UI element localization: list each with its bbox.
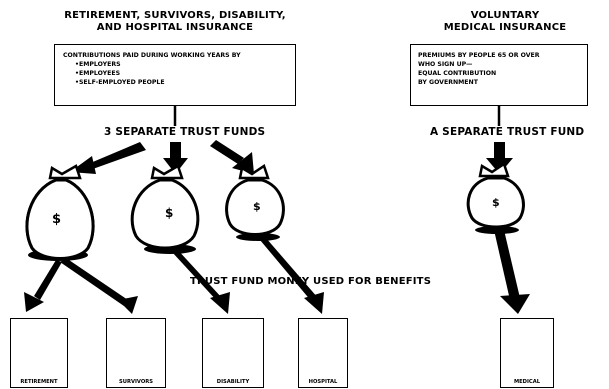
contributor-employees: EMPLOYEES	[75, 69, 287, 78]
money-bag-2	[130, 164, 200, 254]
medical-label: MEDICAL	[513, 379, 541, 385]
contributors-list: EMPLOYERS EMPLOYEES SELF-EMPLOYED PEOPLE	[63, 60, 287, 87]
arrow-to-retirement-panel	[24, 260, 62, 312]
money-bag-4	[466, 162, 525, 234]
arrow-to-hospital-bag	[210, 140, 254, 174]
right-title-line1: VOLUNTARY	[470, 10, 540, 21]
survivors-panel: SURVIVORS	[106, 318, 166, 388]
separate-trust-fund-label: A SEPARATE TRUST FUND	[430, 126, 585, 138]
money-bag-3	[225, 164, 285, 241]
survivors-label: SURVIVORS	[119, 379, 153, 385]
contributions-box: CONTRIBUTIONS PAID DURING WORKING YEARS …	[54, 44, 296, 106]
right-title: VOLUNTARY MEDICAL INSURANCE	[420, 10, 590, 34]
hospital-label: HOSPITAL	[308, 379, 338, 385]
arrow-to-disability-panel	[172, 248, 230, 314]
retirement-label: RETIREMENT	[20, 379, 58, 385]
disability-label: DISABILITY	[216, 379, 250, 385]
disability-panel: DISABILITY	[202, 318, 264, 388]
dollar-sign-2: $	[165, 206, 174, 220]
left-title: RETIREMENT, SURVIVORS, DISABILITY, AND H…	[40, 10, 310, 34]
premiums-line1: PREMIUMS BY PEOPLE 65 OR OVER	[418, 52, 540, 59]
left-title-line2: AND HOSPITAL INSURANCE	[96, 22, 254, 33]
retirement-panel: RETIREMENT	[10, 318, 68, 388]
arrow-to-hospital-panel	[260, 238, 324, 314]
right-title-line2: MEDICAL INSURANCE	[443, 22, 567, 33]
three-trust-funds-label: 3 SEPARATE TRUST FUNDS	[104, 126, 266, 138]
medical-panel: MEDICAL	[500, 318, 554, 388]
premiums-box: PREMIUMS BY PEOPLE 65 OR OVER WHO SIGN U…	[410, 44, 588, 106]
contributor-employers: EMPLOYERS	[75, 60, 287, 69]
contributor-self-employed: SELF-EMPLOYED PEOPLE	[75, 78, 287, 87]
hospital-panel: HOSPITAL	[298, 318, 348, 388]
benefits-label: TRUST FUND MONEY USED FOR BENEFITS	[190, 276, 432, 287]
arrow-to-retirement-bag	[70, 142, 146, 174]
dollar-sign-1: $	[52, 212, 62, 227]
dollar-sign-3: $	[253, 200, 261, 213]
premiums-line2: WHO SIGN UP—	[418, 61, 473, 68]
premiums-line4: BY GOVERNMENT	[418, 79, 478, 86]
premiums-line3: EQUAL CONTRIBUTION	[418, 70, 497, 77]
contributions-heading: CONTRIBUTIONS PAID DURING WORKING YEARS …	[63, 52, 241, 59]
dollar-sign-4: $	[492, 196, 500, 209]
arrow-to-medical-panel	[494, 230, 530, 314]
arrow-to-survivors-panel	[60, 258, 138, 314]
money-bag-1	[25, 164, 95, 261]
left-title-line1: RETIREMENT, SURVIVORS, DISABILITY,	[64, 10, 286, 21]
